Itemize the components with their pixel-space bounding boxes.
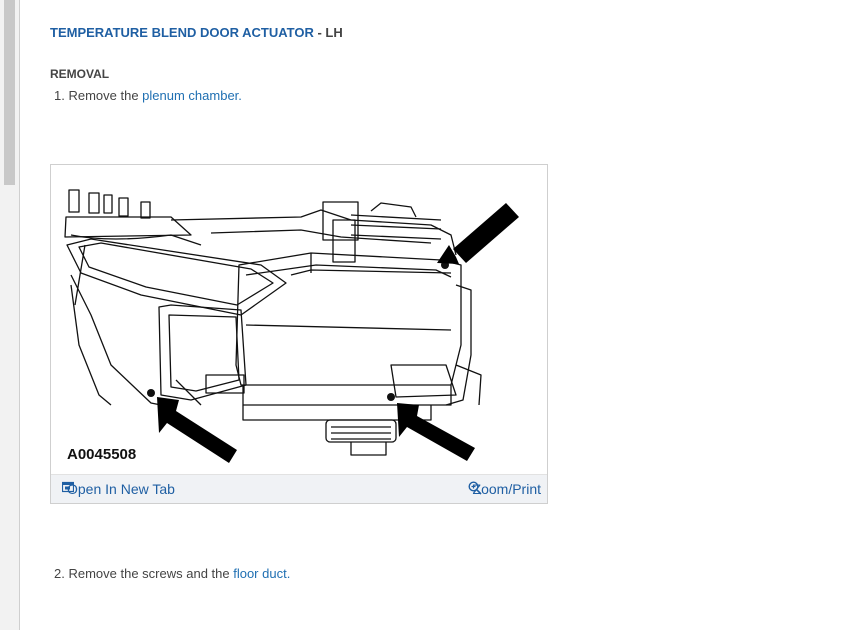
zoom-print-button[interactable]: Zoom/Print: [468, 481, 541, 497]
figure-panel: A0045508 Open In New Tab Zoom/Print: [50, 164, 548, 504]
drawing-part: [68, 189, 80, 213]
technical-illustration: [64, 189, 519, 463]
step-text: Remove the: [68, 88, 143, 103]
step-number: 1.: [54, 88, 65, 103]
page-title: TEMPERATURE BLEND DOOR ACTUATOR - LH: [50, 25, 343, 40]
scrollbar-thumb[interactable]: [4, 0, 15, 185]
open-in-new-tab-label: Open In New Tab: [67, 481, 175, 497]
section-heading: REMOVAL: [50, 67, 110, 81]
title-link[interactable]: TEMPERATURE BLEND DOOR ACTUATOR: [50, 25, 314, 40]
scrollbar[interactable]: [0, 0, 20, 630]
zoom-print-label: Zoom/Print: [472, 481, 541, 497]
title-suffix: - LH: [313, 25, 343, 40]
figure-toolbar: Open In New Tab Zoom/Print: [51, 474, 547, 503]
step-link[interactable]: floor duct: [233, 566, 287, 581]
step-end: .: [238, 88, 242, 103]
step-number: 2.: [54, 566, 65, 581]
step-link[interactable]: plenum chamber: [142, 88, 239, 103]
step-2: 2. Remove the screws and the floor duct.: [54, 566, 290, 581]
step-text: Remove the screws and the: [68, 566, 234, 581]
open-in-new-tab-button[interactable]: Open In New Tab: [62, 481, 175, 497]
step-end: .: [286, 566, 291, 581]
figure-label: A0045508: [67, 446, 137, 463]
step-1: 1. Remove the plenum chamber.: [54, 88, 242, 103]
